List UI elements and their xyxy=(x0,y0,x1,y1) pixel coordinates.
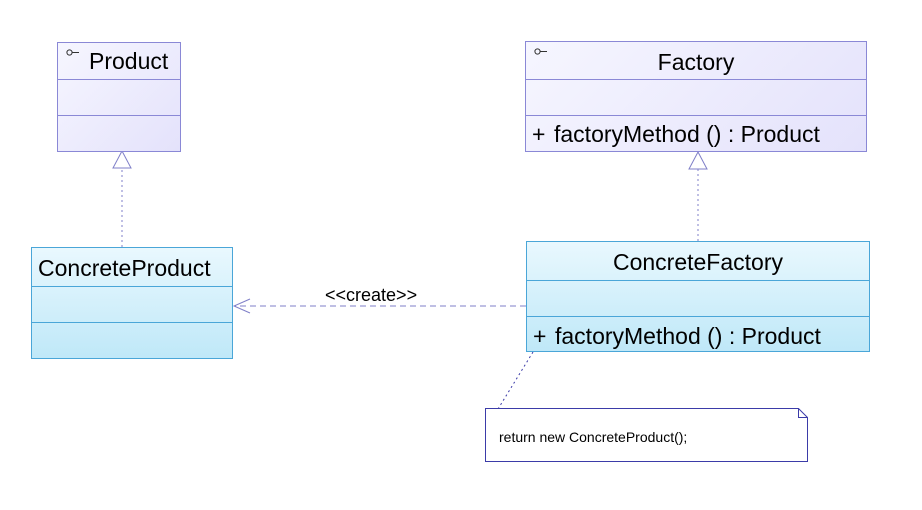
concrete-factory-operation: + factoryMethod () : Product xyxy=(533,322,821,350)
operation-signature: factoryMethod () : Product xyxy=(555,323,821,349)
factory-class[interactable]: Factory + factoryMethod () : Product xyxy=(525,41,867,152)
product-name-compartment: Product xyxy=(58,43,180,79)
concrete-factory-operations-compartment: + factoryMethod () : Product xyxy=(527,316,869,352)
concrete-product-name-compartment: ConcreteProduct xyxy=(32,248,232,286)
product-attributes-compartment xyxy=(58,79,180,115)
note[interactable]: return new ConcreteProduct(); xyxy=(485,408,809,462)
product-class-name: Product xyxy=(89,48,169,74)
factory-operations-compartment: + factoryMethod () : Product xyxy=(526,115,866,151)
realization-arrowhead-product xyxy=(112,149,132,169)
create-arrowhead xyxy=(232,298,251,314)
note-anchor-line xyxy=(497,351,534,410)
note-shape xyxy=(485,408,808,462)
concrete-factory-name-compartment: ConcreteFactory xyxy=(527,242,869,280)
operation-signature: factoryMethod () : Product xyxy=(554,121,820,147)
realization-arrowhead-factory xyxy=(688,150,708,170)
create-stereotype-label: <<create>> xyxy=(325,285,418,305)
product-operations-compartment xyxy=(58,115,180,151)
concrete-factory-attributes-compartment xyxy=(527,280,869,316)
concrete-product-class-name: ConcreteProduct xyxy=(38,255,211,281)
interface-icon xyxy=(66,49,79,56)
factory-attributes-compartment xyxy=(526,79,866,115)
concrete-product-attributes-compartment xyxy=(32,286,232,322)
operation-visibility: + xyxy=(533,323,547,349)
factory-operation: + factoryMethod () : Product xyxy=(532,120,820,148)
interface-icon xyxy=(534,48,547,55)
factory-name-compartment: Factory xyxy=(526,42,866,79)
product-class[interactable]: Product xyxy=(57,42,181,152)
note-text: return new ConcreteProduct(); xyxy=(499,429,688,445)
concrete-factory-class-name: ConcreteFactory xyxy=(612,249,783,275)
factory-class-name: Factory xyxy=(657,49,735,75)
operation-visibility: + xyxy=(532,121,546,147)
concrete-product-operations-compartment xyxy=(32,322,232,358)
concrete-factory-class[interactable]: ConcreteFactory + factoryMethod () : Prod… xyxy=(526,241,870,352)
concrete-product-class[interactable]: ConcreteProduct xyxy=(31,247,233,359)
